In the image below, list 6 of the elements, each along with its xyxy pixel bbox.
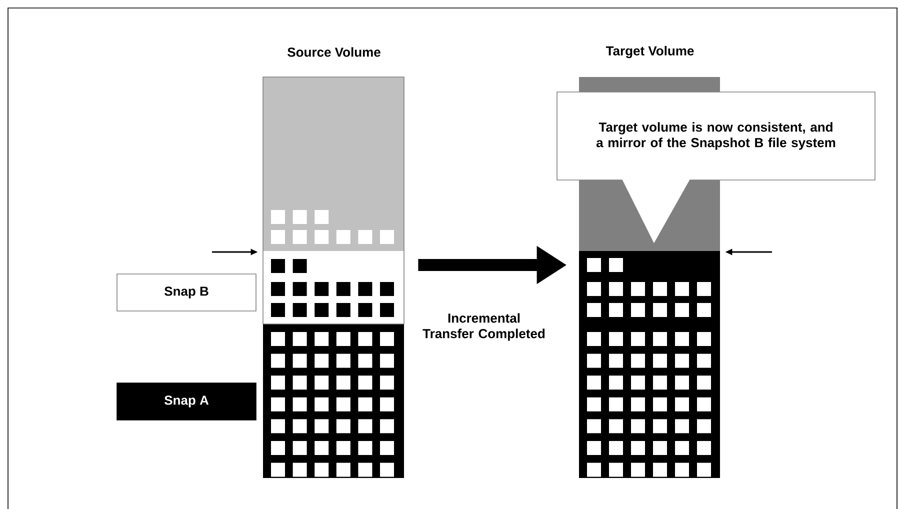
edge-label: Incremental Transfer Completed xyxy=(422,313,545,341)
column-heading: Target Volume xyxy=(606,46,694,58)
snapshot-label: Snap A xyxy=(116,382,256,420)
column-heading: Source Volume xyxy=(288,47,380,57)
snapshot-label: Snap B xyxy=(116,274,256,312)
callout-box: Target volume is now consistent, and a mirror of the Snapshot B file system xyxy=(556,92,876,245)
